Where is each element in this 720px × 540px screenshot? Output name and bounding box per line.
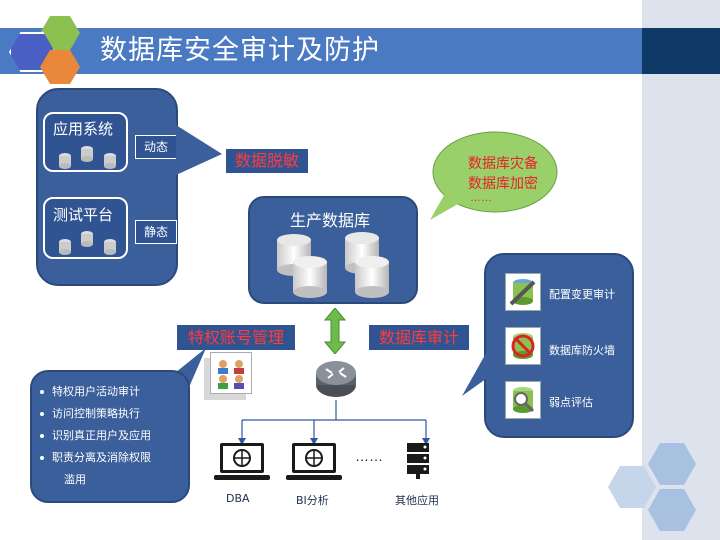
database-icon [58, 238, 72, 255]
network-lines [238, 400, 430, 445]
app-system-label: 应用系统 [53, 120, 114, 138]
title-bar [0, 28, 642, 74]
production-db-panel [248, 196, 418, 304]
database-icon [58, 152, 72, 169]
bullet-dot [40, 390, 44, 394]
page-title: 数据库安全审计及防护 [100, 35, 380, 66]
privilege-features-panel [30, 370, 190, 503]
db-firewall-label: 数据库防火墙 [549, 344, 615, 357]
database-icon [80, 145, 94, 162]
server-icon [407, 443, 429, 479]
config-audit-icon [505, 273, 541, 311]
database-icon [103, 152, 117, 169]
dba-label: DBA [226, 492, 250, 505]
bullet-dot [40, 434, 44, 438]
bullet-dot [40, 412, 44, 416]
laptop-icon [214, 443, 270, 480]
bullet-item: 识别真正用户及应用 [52, 429, 151, 442]
bi-label: BI分析 [296, 494, 329, 507]
database-icon [103, 238, 117, 255]
static-tag: 静态 [135, 220, 177, 244]
hex-decor [648, 489, 696, 531]
bullet-item: 职责分离及消除权限 [52, 451, 151, 464]
bullet-dot [40, 456, 44, 460]
bullet-item: 特权用户活动审计 [52, 385, 140, 398]
database-icon [80, 230, 94, 247]
vulnerability-assessment-label: 弱点评估 [549, 396, 593, 409]
db-audit-label: 数据库审计 [368, 324, 470, 351]
hex-decor [608, 466, 656, 508]
dynamic-tag: 动态 [135, 135, 177, 159]
database-cluster-icon [277, 232, 389, 298]
callout-pointer [462, 346, 490, 396]
bidirectional-arrow-icon [324, 308, 346, 354]
production-db-label: 生产数据库 [290, 211, 371, 230]
vulnerability-assessment-icon [505, 381, 541, 419]
router-icon [316, 361, 356, 397]
other-apps-label: 其他应用 [395, 494, 439, 507]
callout-pointer [176, 125, 222, 175]
data-desensitize-label: 数据脱敏 [225, 148, 309, 174]
bullet-item: 访问控制策略执行 [52, 407, 140, 420]
privileged-account-label: 特权账号管理 [176, 324, 296, 351]
bullet-item: 滥用 [64, 473, 86, 486]
bubble-text-2: 数据库加密 [468, 176, 538, 192]
speech-bubble [430, 131, 558, 220]
laptop-icon [286, 443, 342, 480]
hex-decor [648, 443, 696, 485]
title-bar-accent [642, 28, 720, 74]
ellipsis-text: …… [355, 448, 383, 464]
bubble-text-3: …… [470, 192, 492, 204]
test-platform-label: 测试平台 [53, 206, 114, 224]
db-firewall-icon [505, 327, 541, 365]
users-icon [210, 352, 252, 394]
bubble-text-1: 数据库灾备 [468, 156, 538, 172]
config-audit-label: 配置变更审计 [549, 288, 615, 301]
